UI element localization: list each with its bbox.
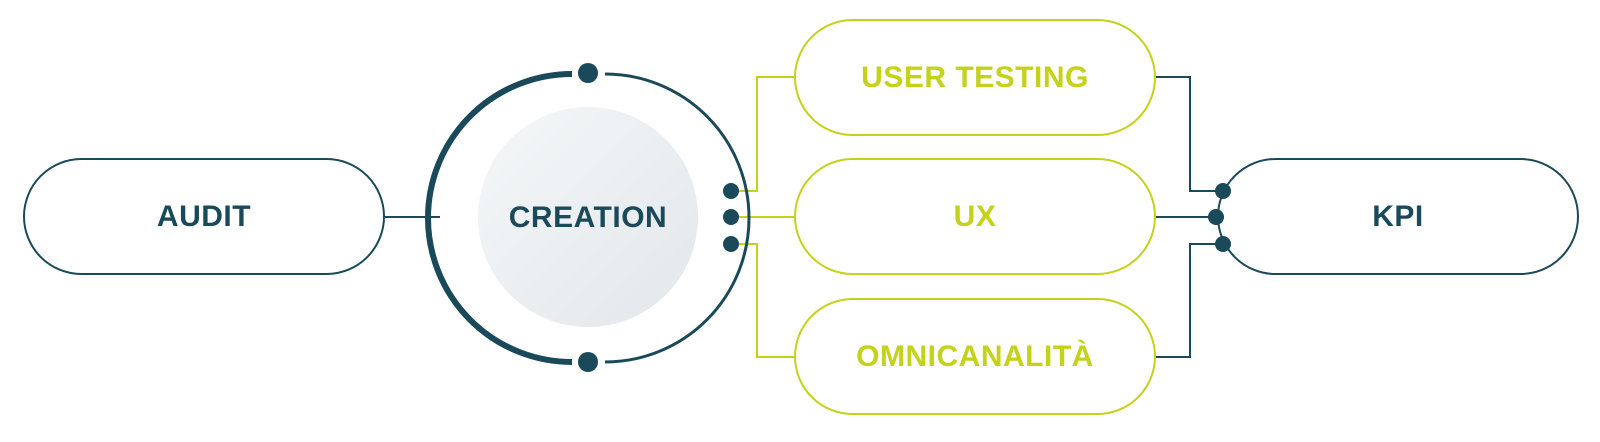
user-testing-label: USER TESTING <box>861 60 1089 94</box>
creation-ring-right-arc <box>604 72 751 364</box>
ux-label: UX <box>953 199 997 233</box>
user-testing-node: USER TESTING <box>794 19 1156 136</box>
creation-label: CREATION <box>508 201 668 234</box>
kpi-node: KPI <box>1217 158 1579 275</box>
creation-port-dot-1 <box>723 183 739 199</box>
connector-creation-user-testing <box>730 76 794 192</box>
connector-creation-omnicanalita <box>730 243 794 358</box>
creation-top-dot <box>578 63 598 83</box>
connector-omnicanalita-kpi <box>1156 243 1222 358</box>
creation-bottom-dot <box>578 352 598 372</box>
creation-ring-left-arc <box>425 71 573 365</box>
omnicanalita-label: OMNICANALITÀ <box>856 339 1094 373</box>
creation-port-dot-3 <box>723 236 739 252</box>
omnicanalita-node: OMNICANALITÀ <box>794 298 1156 415</box>
audit-label: AUDIT <box>156 199 252 233</box>
ux-node: UX <box>794 158 1156 275</box>
kpi-label: KPI <box>1372 199 1424 233</box>
audit-node: AUDIT <box>23 158 385 275</box>
creation-core <box>478 107 698 327</box>
creation-port-dot-2 <box>723 209 739 225</box>
creation-node: CREATION <box>478 108 698 328</box>
connector-user-testing-kpi <box>1156 76 1222 192</box>
